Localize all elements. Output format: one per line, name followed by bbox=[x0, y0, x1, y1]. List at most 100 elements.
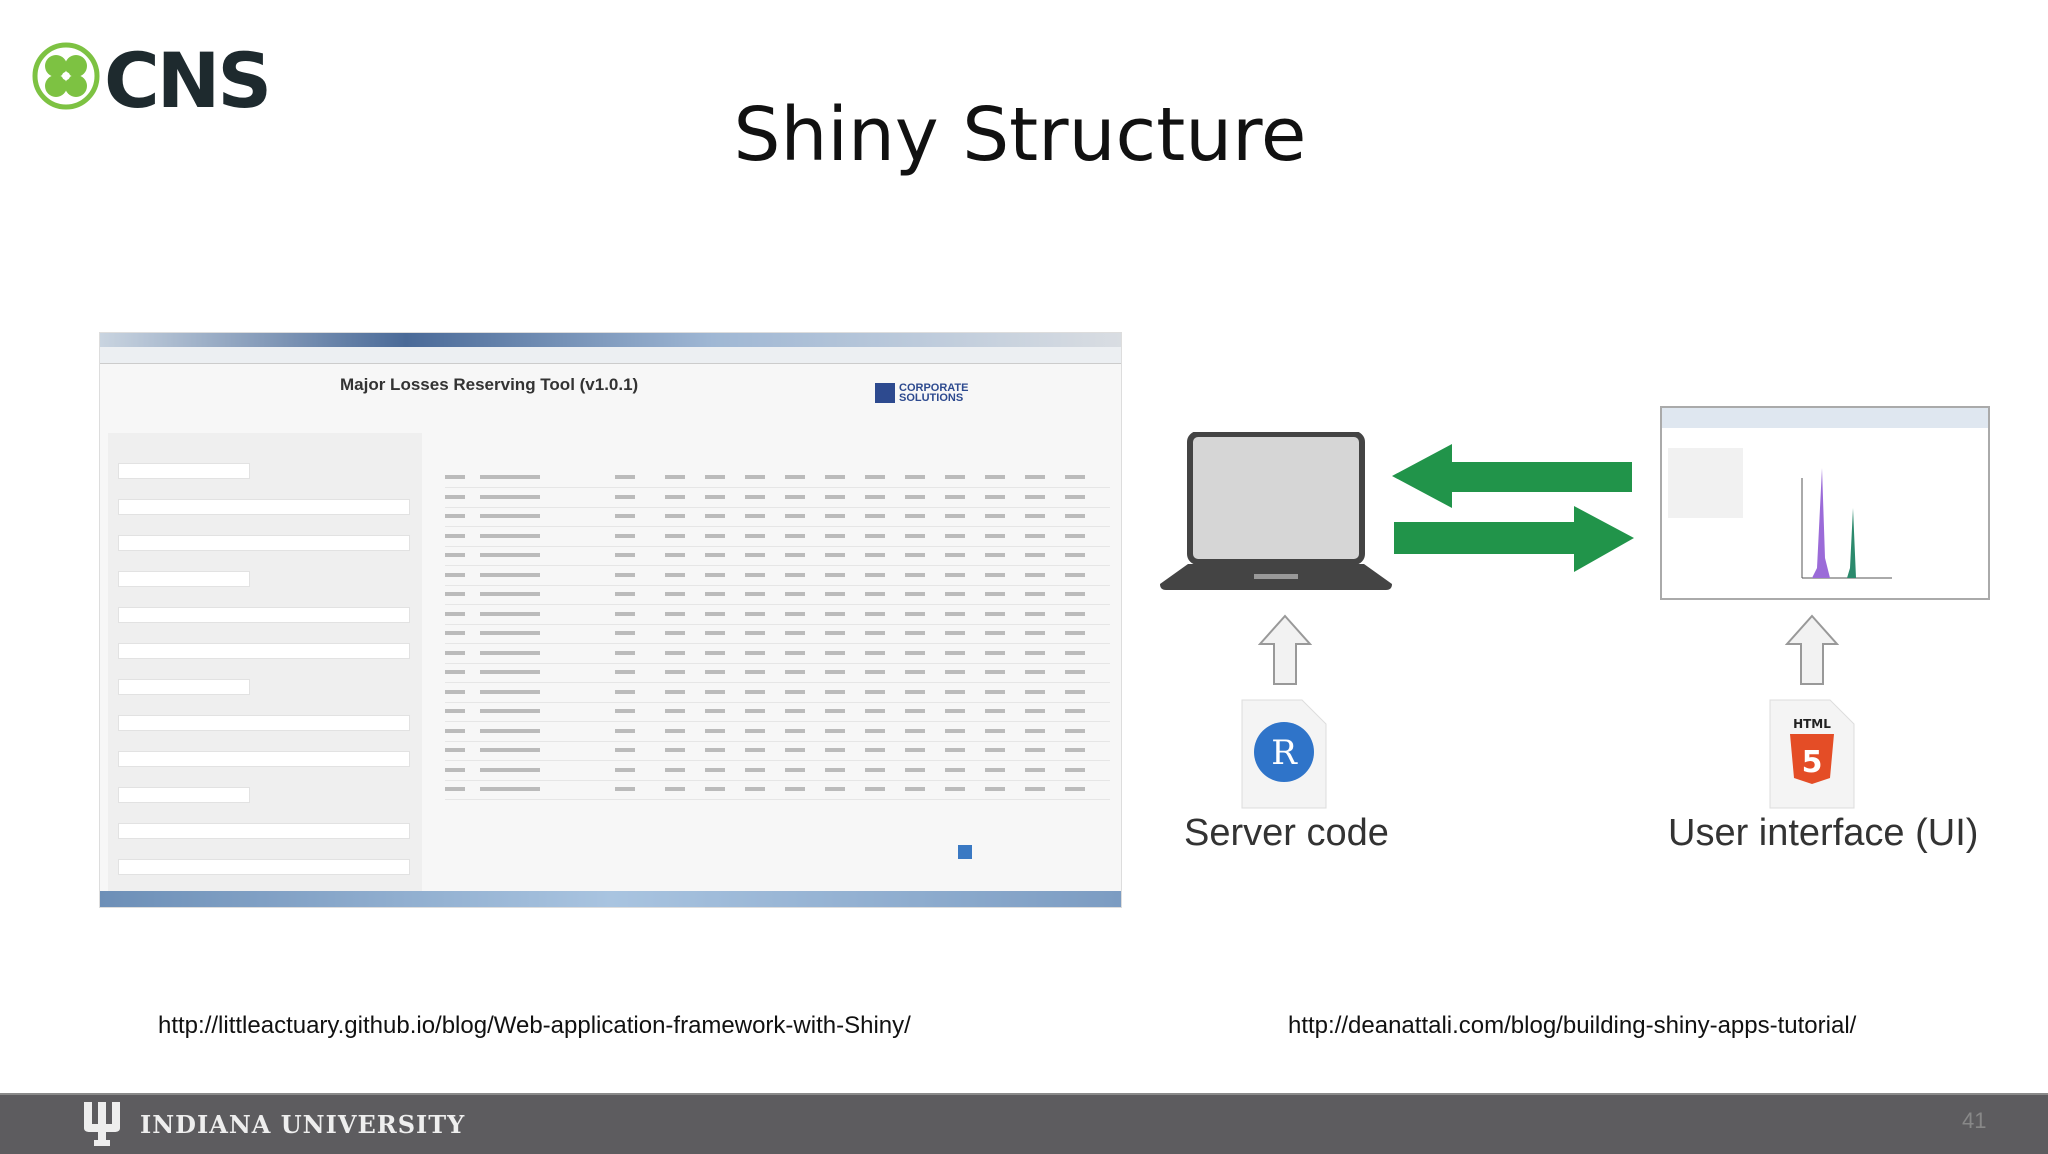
html5-file-icon: HTML 5 bbox=[1766, 698, 1858, 815]
table-cell bbox=[745, 572, 765, 577]
corporate-logo: CORPORATE SOLUTIONS bbox=[875, 383, 969, 404]
university-name: INDIANA UNIVERSITY bbox=[140, 1110, 466, 1139]
table-cell bbox=[615, 670, 635, 674]
table-cell bbox=[905, 533, 925, 538]
table-cell bbox=[865, 631, 885, 635]
table-cell bbox=[985, 689, 1005, 694]
table-cell bbox=[785, 631, 805, 635]
laptop-icon bbox=[1158, 431, 1394, 597]
table-cell bbox=[1065, 592, 1085, 596]
table-cell bbox=[785, 553, 805, 557]
table-cell bbox=[665, 709, 685, 713]
table-cell bbox=[480, 514, 540, 518]
table-cell bbox=[705, 650, 725, 655]
table-cell bbox=[865, 572, 885, 577]
table-cell bbox=[825, 767, 845, 772]
table-cell bbox=[615, 514, 635, 518]
table-cell bbox=[905, 494, 925, 499]
table-cell bbox=[445, 650, 465, 655]
table-cell bbox=[615, 533, 635, 538]
table-cell bbox=[480, 553, 540, 557]
table-cell bbox=[1025, 787, 1045, 791]
table-row bbox=[445, 780, 1110, 800]
table-cell bbox=[945, 709, 965, 713]
sidebar-input bbox=[118, 715, 410, 731]
cns-logo-text: CNS bbox=[104, 36, 272, 125]
table-cell bbox=[905, 709, 925, 713]
table-cell bbox=[985, 709, 1005, 713]
table-cell bbox=[1065, 533, 1085, 538]
table-cell bbox=[825, 553, 845, 557]
table-cell bbox=[985, 670, 1005, 674]
table-cell bbox=[1025, 650, 1045, 655]
table-row bbox=[445, 702, 1110, 722]
table-cell bbox=[1065, 475, 1085, 479]
table-cell bbox=[905, 787, 925, 791]
table-cell bbox=[825, 650, 845, 655]
table-cell bbox=[985, 611, 1005, 616]
table-cell bbox=[985, 650, 1005, 655]
table-cell bbox=[825, 514, 845, 518]
table-cell bbox=[705, 709, 725, 713]
table-cell bbox=[785, 728, 805, 733]
table-cell bbox=[480, 767, 540, 772]
table-cell bbox=[785, 494, 805, 499]
table-cell bbox=[745, 611, 765, 616]
table-cell bbox=[1065, 553, 1085, 557]
table-cell bbox=[785, 748, 805, 752]
table-cell bbox=[445, 514, 465, 518]
table-cell bbox=[665, 514, 685, 518]
table-cell bbox=[785, 650, 805, 655]
table-cell bbox=[480, 533, 540, 538]
table-cell bbox=[705, 670, 725, 674]
table-cell bbox=[665, 592, 685, 596]
table-cell bbox=[445, 670, 465, 674]
table-cell bbox=[905, 670, 925, 674]
table-cell bbox=[945, 670, 965, 674]
table-cell bbox=[615, 650, 635, 655]
table-cell bbox=[865, 553, 885, 557]
table-row bbox=[445, 566, 1110, 586]
sidebar-input bbox=[118, 751, 410, 767]
link-deanattali[interactable]: http://deanattali.com/blog/building-shin… bbox=[1288, 1012, 1857, 1039]
table-cell bbox=[705, 689, 725, 694]
table-cell bbox=[825, 748, 845, 752]
table-cell bbox=[665, 475, 685, 479]
sidebar-input bbox=[118, 607, 410, 623]
table-cell bbox=[480, 787, 540, 791]
table-cell bbox=[945, 728, 965, 733]
link-littleactuary[interactable]: http://littleactuary.github.io/blog/Web-… bbox=[158, 1012, 911, 1039]
up-arrow-icon bbox=[1784, 614, 1840, 691]
arrow-left-icon bbox=[1392, 444, 1634, 585]
data-table bbox=[445, 468, 1110, 800]
slide-title: Shiny Structure bbox=[733, 92, 1307, 178]
table-cell bbox=[480, 689, 540, 694]
table-cell bbox=[825, 611, 845, 616]
table-cell bbox=[615, 494, 635, 499]
table-cell bbox=[825, 689, 845, 694]
table-cell bbox=[945, 494, 965, 499]
table-cell bbox=[905, 748, 925, 752]
table-cell bbox=[480, 572, 540, 577]
table-cell bbox=[705, 787, 725, 791]
svg-text:5: 5 bbox=[1802, 745, 1823, 780]
sidebar-input bbox=[118, 535, 410, 551]
table-cell bbox=[785, 475, 805, 479]
table-cell bbox=[1025, 514, 1045, 518]
table-cell bbox=[1025, 553, 1045, 557]
table-row bbox=[445, 488, 1110, 508]
table-cell bbox=[705, 514, 725, 518]
table-row bbox=[445, 624, 1110, 644]
table-cell bbox=[865, 787, 885, 791]
table-cell bbox=[665, 631, 685, 635]
table-cell bbox=[825, 494, 845, 499]
table-cell bbox=[665, 494, 685, 499]
table-row bbox=[445, 683, 1110, 703]
cns-logo bbox=[32, 42, 100, 110]
table-cell bbox=[705, 767, 725, 772]
table-row bbox=[445, 663, 1110, 683]
table-cell bbox=[865, 670, 885, 674]
iu-trident-icon bbox=[80, 1100, 124, 1153]
table-row bbox=[445, 468, 1110, 488]
table-cell bbox=[745, 533, 765, 538]
